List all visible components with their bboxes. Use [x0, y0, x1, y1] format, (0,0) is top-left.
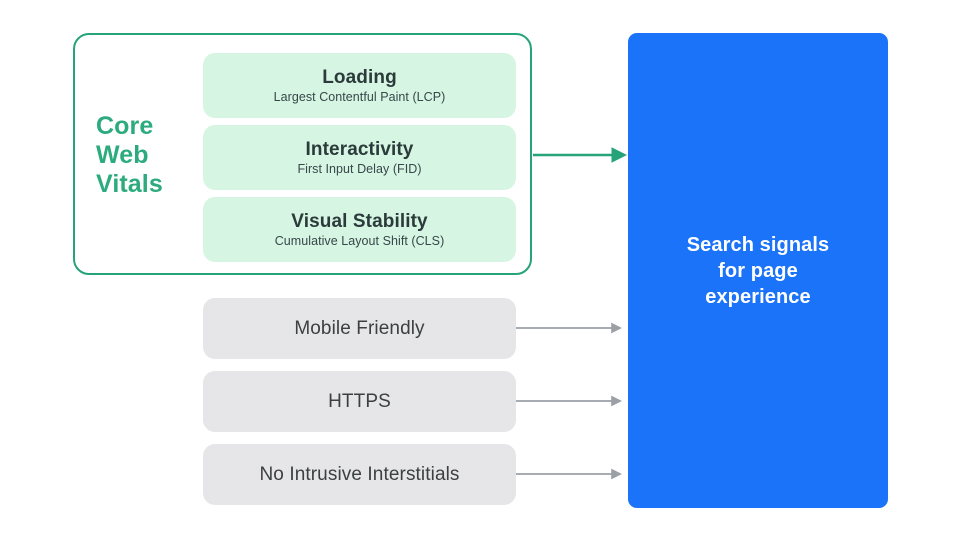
core-web-vitals-label-line-3: Vitals — [96, 170, 163, 198]
signal-label: HTTPS — [328, 391, 391, 412]
search-signals-panel: Search signals for page experience — [628, 33, 888, 508]
metric-title: Loading — [322, 67, 397, 88]
metric-title: Visual Stability — [291, 211, 428, 232]
metric-subtitle: First Input Delay (FID) — [297, 162, 422, 176]
metric-card-visual-stability: Visual Stability Cumulative Layout Shift… — [203, 197, 516, 262]
signal-box-mobile-friendly: Mobile Friendly — [203, 298, 516, 359]
core-web-vitals-label-line-2: Web — [96, 141, 149, 169]
signal-label: No Intrusive Interstitials — [259, 464, 460, 485]
metric-subtitle: Largest Contentful Paint (LCP) — [273, 90, 446, 104]
core-web-vitals-group — [73, 33, 532, 275]
metric-card-loading: Loading Largest Contentful Paint (LCP) — [203, 53, 516, 118]
signal-box-no-intrusive-interstitials: No Intrusive Interstitials — [203, 444, 516, 505]
metric-title: Interactivity — [305, 139, 414, 160]
core-web-vitals-label: Core Web Vitals — [96, 112, 196, 199]
search-signals-text: Search signals for page experience — [686, 233, 830, 308]
metric-card-interactivity: Interactivity First Input Delay (FID) — [203, 125, 516, 190]
signal-box-https: HTTPS — [203, 371, 516, 432]
signal-label: Mobile Friendly — [294, 318, 425, 339]
metric-subtitle: Cumulative Layout Shift (CLS) — [274, 234, 445, 248]
core-web-vitals-label-line-1: Core — [96, 112, 154, 140]
